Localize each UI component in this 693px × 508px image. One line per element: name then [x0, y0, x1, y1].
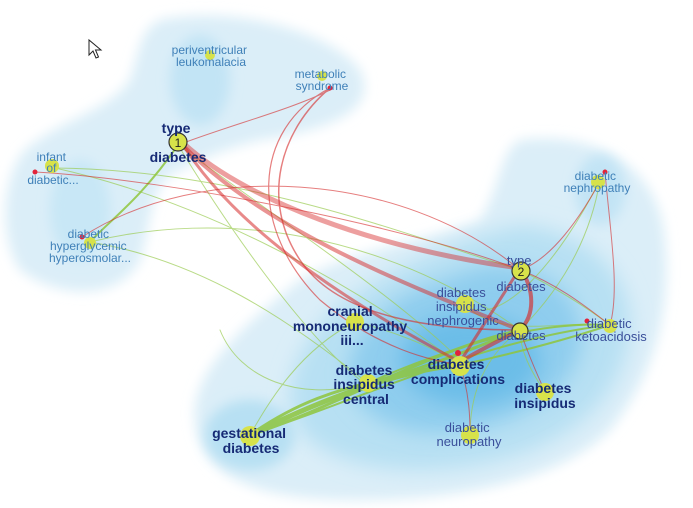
label-diabetes: diabetes: [496, 328, 546, 343]
node-diabetes-complications[interactable]: [450, 356, 470, 376]
mouse-pointer-icon: [88, 38, 103, 59]
node-infant-of-diabetic[interactable]: [45, 159, 59, 173]
edge: [268, 87, 461, 366]
node-infant-hot: [32, 169, 38, 175]
node-gestational-diabetes[interactable]: [240, 426, 260, 446]
edge-layer: [34, 87, 615, 438]
edge: [459, 324, 611, 366]
label-diabetes-insipidus-nephrogenic: diabetes insipidus nephrogenic: [427, 285, 499, 328]
label-diabetes-insipidus-central: diabetes insipidus central: [333, 362, 398, 407]
node-type1-diabetes[interactable]: [168, 132, 188, 152]
edge: [278, 87, 521, 331]
edge: [464, 179, 601, 311]
node-diabetic-ketoacidosis[interactable]: [603, 319, 617, 333]
edge: [367, 323, 611, 384]
label-diabetic-ketoacidosis: diabetic ketoacidosis: [575, 316, 647, 344]
edge: [519, 179, 601, 331]
density-blob-nephropathy: [575, 155, 625, 225]
edge: [354, 321, 461, 366]
node-metabolic-syndrome[interactable]: [317, 71, 327, 81]
node-periventricular-leukomalacia[interactable]: [205, 50, 215, 60]
badge-type1: 1: [175, 136, 182, 150]
node-layer: [32, 50, 617, 446]
node-cranial-mononeuropathy[interactable]: [346, 313, 364, 331]
label-layer: periventricular leukomalacia metabolic s…: [27, 43, 647, 456]
edge: [177, 144, 361, 381]
label-diabetic-hyperglycemic: diabetic hyperglycemic hyperosmolar...: [49, 227, 131, 265]
edge-type1-type2: [175, 135, 523, 271]
node-type2-diabetes[interactable]: [511, 261, 531, 281]
node-diabetic-nephropathy[interactable]: [591, 175, 605, 189]
edge: [34, 171, 521, 271]
density-blob-infant: [50, 160, 110, 260]
node-diabetes[interactable]: [511, 322, 529, 340]
label-diabetes-complications: diabetes complications: [411, 356, 505, 387]
node-metabolic-syndrome-hot: [327, 85, 333, 91]
edge: [249, 321, 356, 436]
label-infant-of-diabetic: infant of diabetic...: [27, 150, 78, 187]
label-diabetic-neuropathy: diabetic neuropathy: [436, 420, 502, 449]
node-nephropathy-hot: [602, 169, 608, 175]
edge: [219, 329, 361, 391]
label-diabetes-insipidus: diabetes insipidus: [514, 380, 576, 411]
edge: [249, 324, 611, 436]
edge: [54, 167, 461, 366]
badge-type2: 2: [518, 265, 525, 279]
density-blob-leukomalacia: [170, 35, 230, 125]
node-ketoacidosis-hot: [584, 318, 590, 324]
node-hyperglycemic-hot: [79, 234, 85, 240]
label-cranial-mononeuropathy: cranial mononeuropathy iii...: [293, 303, 411, 348]
node-diabetes-insipidus-nephrogenic[interactable]: [456, 295, 474, 313]
node-diabetic-hyperglycemic[interactable]: [84, 237, 96, 249]
edge: [81, 185, 521, 271]
label-metabolic-syndrome: metabolic syndrome: [295, 67, 350, 93]
edge: [469, 329, 521, 436]
node-diabetes-insipidus[interactable]: [536, 383, 554, 401]
node-complications-hot: [455, 350, 461, 356]
node-diabetic-neuropathy[interactable]: [461, 426, 479, 444]
label-type1-diabetes: type diabetes: [150, 120, 207, 165]
edge: [604, 171, 615, 326]
label-diabetic-nephropathy: diabetic nephropathy: [564, 169, 631, 195]
edge: [89, 144, 179, 243]
edge: [248, 381, 370, 437]
edge-type2-complications: [458, 266, 522, 364]
edge: [89, 227, 521, 331]
label-type2-diabetes: type diabetes: [496, 253, 546, 294]
label-gestational-diabetes: gestational diabetes: [212, 425, 290, 456]
node-diabetes-insipidus-central[interactable]: [359, 374, 377, 392]
edge: [519, 269, 611, 326]
edge-type1-complications: [178, 138, 462, 364]
edge: [177, 144, 461, 361]
edge-type1-diabetes: [176, 138, 522, 332]
edge: [54, 167, 521, 271]
label-periventricular-leukomalacia: periventricular leukomalacia: [172, 43, 251, 69]
